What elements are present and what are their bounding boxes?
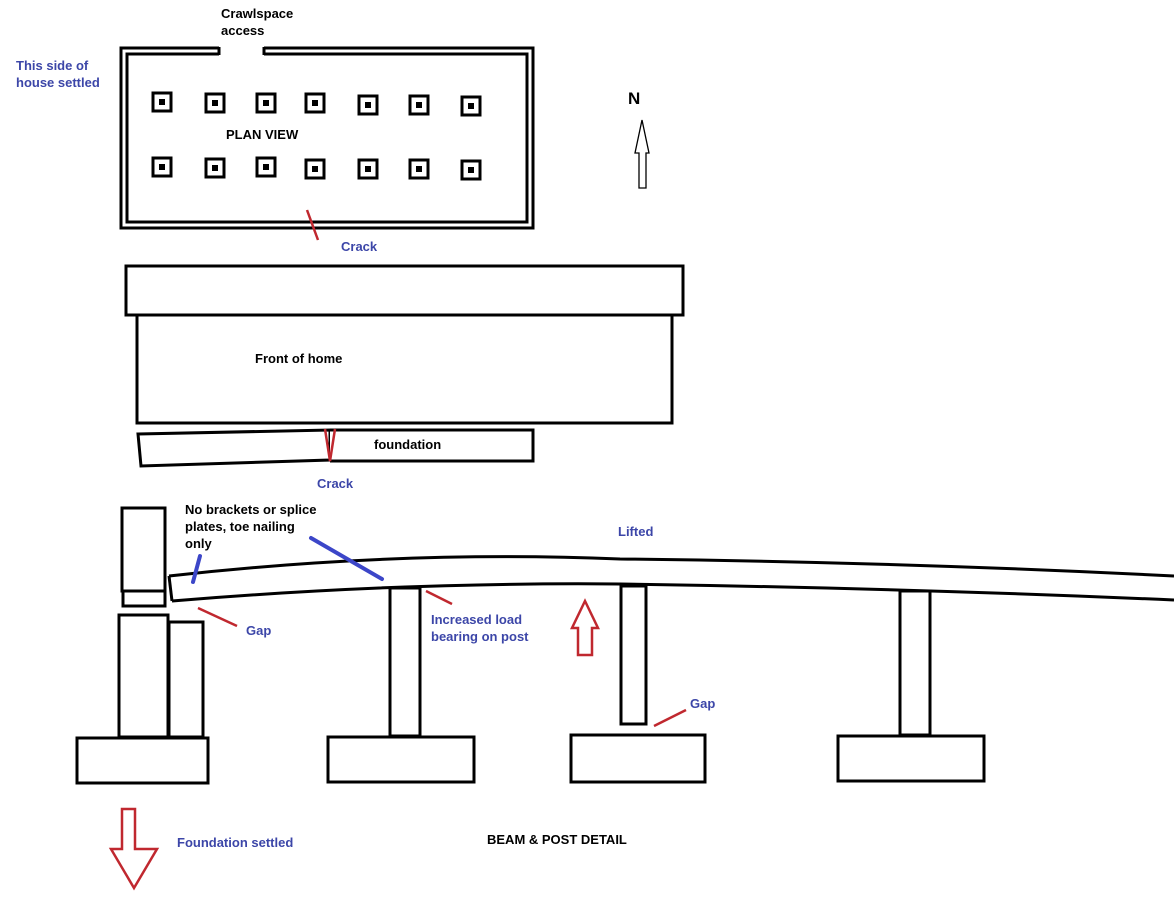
increased-load-label-line1: Increased load [431, 612, 522, 627]
plan-crack-label: Crack [341, 239, 378, 254]
foundation-label: foundation [374, 437, 441, 452]
footing-4 [836, 734, 986, 783]
left-post-a [117, 613, 170, 739]
no-brackets-label-line2: plates, toe nailing [185, 519, 295, 534]
settled-side-label-line1: This side of [16, 58, 89, 73]
north-compass: N [628, 89, 650, 189]
left-gap-pointer [197, 606, 238, 628]
beam-post-detail: No brackets or splice plates, toe nailin… [75, 502, 1174, 891]
front-elevation: Front of home foundation Crack [124, 264, 685, 491]
plan-outer-wall [119, 46, 535, 230]
left-post-b [167, 620, 205, 739]
foundation-right [330, 428, 535, 463]
pier-post [365, 166, 371, 172]
increased-load-pointer [425, 589, 453, 606]
house-body [135, 313, 674, 425]
beam-top-edge [168, 555, 1174, 578]
pier-post [212, 100, 218, 106]
right-gap-label: Gap [690, 696, 715, 711]
pier-post [263, 164, 269, 170]
footing-2 [326, 735, 476, 784]
beam-post-detail-title: BEAM & POST DETAIL [487, 832, 627, 847]
no-brackets-pointer-a [191, 554, 202, 584]
lifted-label: Lifted [618, 524, 653, 539]
pier-post [159, 99, 165, 105]
plan-view: PLAN VIEW Crawlspace access This side of… [16, 6, 535, 254]
north-arrow-icon [634, 119, 650, 189]
north-label: N [628, 89, 640, 108]
post-3 [619, 584, 648, 726]
post-2 [388, 586, 422, 738]
pier-post [416, 166, 422, 172]
no-brackets-pointer-b [309, 536, 384, 581]
post-4 [898, 589, 932, 737]
settled-side-label-line2: house settled [16, 75, 100, 90]
no-brackets-label-line1: No brackets or splice [185, 502, 317, 517]
foundation-left-settled [136, 428, 332, 468]
pier-post [159, 164, 165, 170]
beam-bottom-edge [171, 582, 1174, 603]
settle-down-arrow-icon [108, 807, 160, 891]
pier-post [212, 165, 218, 171]
foundation-crack-mark [323, 428, 337, 462]
left-footing [75, 736, 210, 785]
plan-view-title: PLAN VIEW [226, 127, 299, 142]
pier-post [468, 103, 474, 109]
crawlspace-label-line2: access [221, 23, 264, 38]
crawlspace-label-line1: Crawlspace [221, 6, 293, 21]
pier-post [416, 102, 422, 108]
foundation-settled-label: Foundation settled [177, 835, 293, 850]
no-brackets-label-line3: only [185, 536, 212, 551]
beam-left-end [167, 575, 174, 602]
right-gap-pointer [653, 708, 687, 728]
roof-block [124, 264, 685, 317]
pier-grid [151, 91, 482, 181]
front-of-home-label: Front of home [255, 351, 342, 366]
lift-up-arrow-icon [570, 598, 600, 657]
pier-post [365, 102, 371, 108]
pier-post [312, 100, 318, 106]
pier-post [263, 100, 269, 106]
increased-load-label-line2: bearing on post [431, 629, 529, 644]
footing-3 [569, 733, 707, 784]
left-beam-end [120, 506, 167, 593]
pier-post [468, 167, 474, 173]
plan-inner-wall [125, 52, 529, 224]
foundation-crack-label: Crack [317, 476, 354, 491]
left-gap-label: Gap [246, 623, 271, 638]
pier-post [312, 166, 318, 172]
plan-crack-mark [305, 209, 320, 241]
left-shim-block [121, 589, 167, 608]
